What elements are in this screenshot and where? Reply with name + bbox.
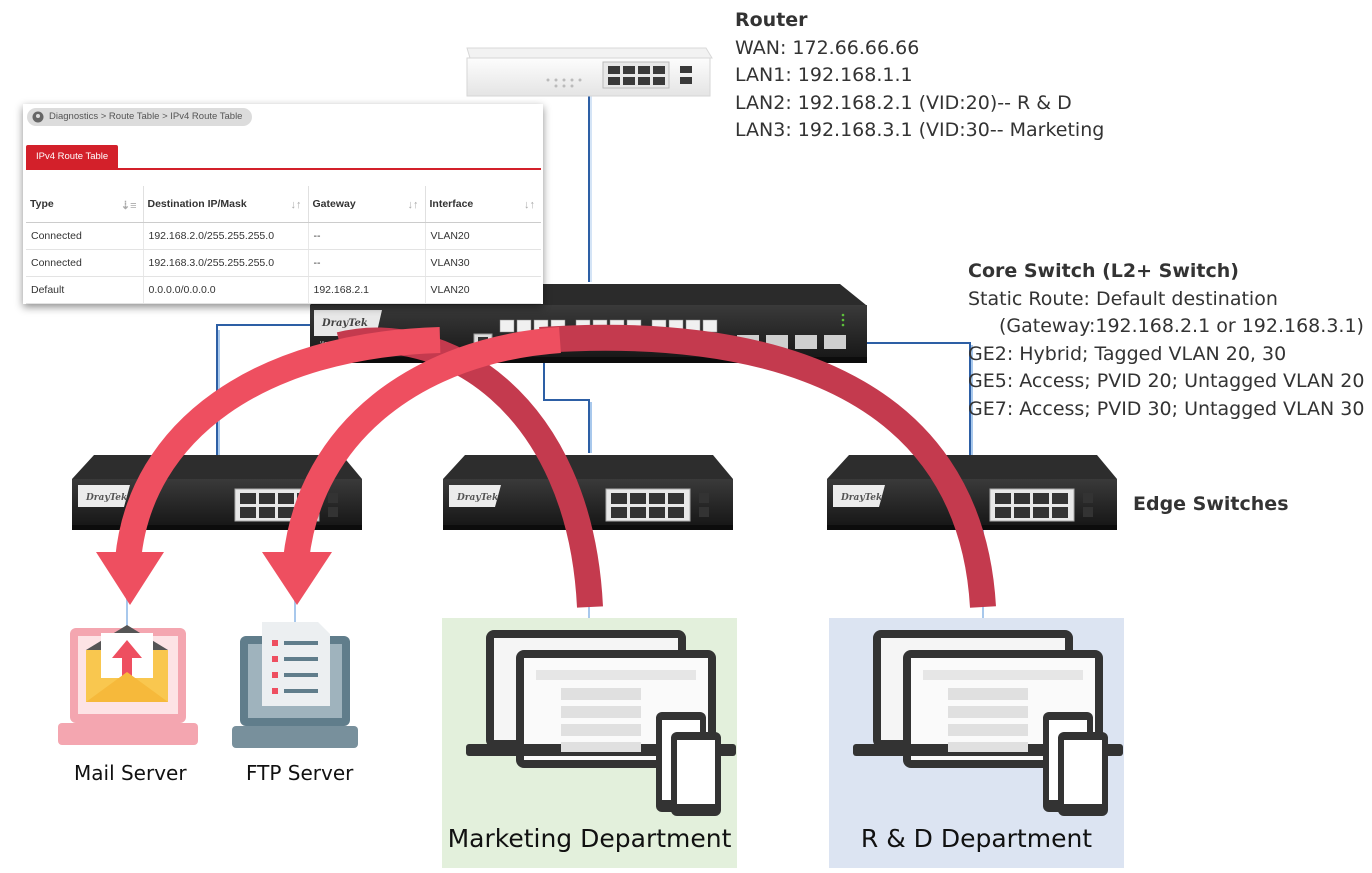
ftp-server-label: FTP Server bbox=[246, 761, 354, 785]
rd-devices-icon bbox=[853, 630, 1123, 816]
core-switch-brand: DrayTek bbox=[321, 318, 368, 329]
cell-interface: VLAN20 bbox=[425, 222, 541, 250]
table-header-row: Type⇣≡ Destination IP/Mask↓↑ Gateway↓↑ I… bbox=[26, 186, 541, 223]
arrow-rd-flow bbox=[539, 324, 996, 608]
edge-switch-1-brand: DrayTek bbox=[85, 493, 127, 503]
core-switch-port bbox=[499, 319, 515, 333]
edge-switch-1: DrayTek bbox=[72, 455, 362, 530]
marketing-department-label: Marketing Department bbox=[447, 824, 732, 853]
arrow-to-ftp-server-head bbox=[262, 552, 332, 605]
cell-gateway: -- bbox=[308, 222, 426, 250]
router-info: Router WAN: 172.66.66.66 LAN1: 192.168.1… bbox=[735, 7, 1104, 145]
sort-icon[interactable]: ↓↑ bbox=[524, 199, 535, 211]
cell-destination: 192.168.3.0/255.255.255.0 bbox=[143, 249, 309, 277]
cell-interface: VLAN30 bbox=[425, 249, 541, 277]
cell-type: Connected bbox=[26, 222, 144, 250]
core-switch-ge2: GE2: Hybrid; Tagged VLAN 20, 30 bbox=[968, 342, 1287, 365]
route-table: Type⇣≡ Destination IP/Mask↓↑ Gateway↓↑ I… bbox=[26, 186, 541, 304]
core-switch-gateway: (Gateway:192.168.2.1 or 192.168.3.1) bbox=[999, 315, 1364, 337]
cell-type: Default bbox=[26, 276, 144, 304]
breadcrumb[interactable]: Diagnostics > Route Table > IPv4 Route T… bbox=[27, 108, 253, 126]
router-lan2: LAN2: 192.168.2.1 (VID:20)-- R & D bbox=[735, 91, 1072, 114]
router-wan: WAN: 172.66.66.66 bbox=[735, 36, 920, 59]
cell-destination: 0.0.0.0/0.0.0.0 bbox=[143, 276, 309, 304]
traffic-arrows bbox=[96, 324, 996, 608]
tab-ipv4-route-table[interactable]: IPv4 Route Table bbox=[26, 145, 119, 169]
column-header-type[interactable]: Type⇣≡ bbox=[26, 186, 144, 223]
router-lan1: LAN1: 192.168.1.1 bbox=[735, 64, 913, 86]
table-row: Connected 192.168.2.0/255.255.255.0 -- V… bbox=[26, 222, 541, 250]
router-device bbox=[466, 47, 713, 97]
table-row: Default 0.0.0.0/0.0.0.0 192.168.2.1 VLAN… bbox=[26, 276, 541, 304]
cell-type: Connected bbox=[26, 249, 144, 277]
arrow-to-mail-server bbox=[115, 327, 441, 562]
column-header-gateway[interactable]: Gateway↓↑ bbox=[308, 186, 426, 223]
tab-underline bbox=[26, 168, 541, 170]
core-switch-port bbox=[702, 319, 718, 333]
router-lan3: LAN3: 192.168.3.1 (VID:30-- Marketing bbox=[735, 119, 1105, 141]
sort-icon[interactable]: ↓↑ bbox=[407, 199, 419, 211]
core-switch-port bbox=[516, 319, 532, 333]
ftp-server-icon bbox=[232, 622, 358, 748]
cell-gateway: -- bbox=[308, 249, 426, 277]
table-row: Connected 192.168.3.0/255.255.255.0 -- V… bbox=[26, 249, 541, 277]
core-switch-ge5: GE5: Access; PVID 20; Untagged VLAN 20 bbox=[968, 370, 1365, 392]
column-header-interface[interactable]: Interface↓↑ bbox=[425, 186, 541, 223]
sort-desc-icon[interactable]: ⇣≡ bbox=[120, 200, 137, 212]
location-pin-icon bbox=[32, 111, 44, 123]
sort-icon[interactable]: ↓↑ bbox=[290, 199, 302, 211]
edge-switch-3-brand: DrayTek bbox=[840, 493, 882, 503]
edge-switch-2-brand: DrayTek bbox=[456, 493, 498, 503]
core-switch-info: Core Switch (L2+ Switch) Static Route: D… bbox=[968, 258, 1365, 423]
arrow-to-mail-server-head bbox=[96, 552, 164, 605]
route-table-panel: Diagnostics > Route Table > IPv4 Route T… bbox=[23, 104, 543, 304]
column-header-destination[interactable]: Destination IP/Mask↓↑ bbox=[143, 186, 309, 223]
core-switch-title: Core Switch (L2+ Switch) bbox=[968, 260, 1239, 282]
router-title: Router bbox=[735, 9, 808, 31]
mail-server-icon bbox=[58, 625, 198, 745]
rd-department-label: R & D Department bbox=[860, 824, 1093, 853]
arrow-to-ftp-server bbox=[283, 327, 561, 562]
core-switch-static-route: Static Route: Default destination bbox=[968, 287, 1278, 310]
mail-server-label: Mail Server bbox=[74, 761, 187, 785]
breadcrumb-text: Diagnostics > Route Table > IPv4 Route T… bbox=[49, 111, 243, 122]
cell-interface: VLAN20 bbox=[425, 276, 541, 304]
marketing-devices-icon bbox=[466, 630, 736, 816]
core-switch-ge7: GE7: Access; PVID 30; Untagged VLAN 30 bbox=[968, 397, 1365, 420]
cell-gateway: 192.168.2.1 bbox=[308, 276, 426, 304]
edge-switches-label: Edge Switches bbox=[1133, 493, 1289, 515]
cell-destination: 192.168.2.0/255.255.255.0 bbox=[143, 222, 309, 250]
